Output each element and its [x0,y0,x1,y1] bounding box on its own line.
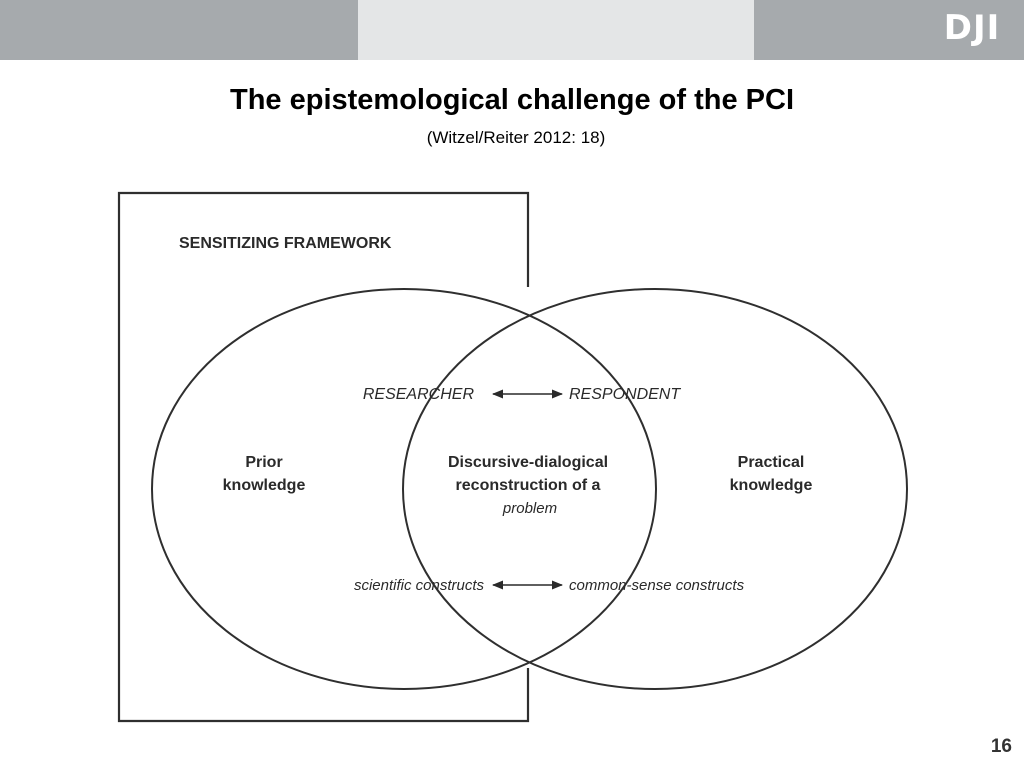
practical-knowledge-line-2: knowledge [730,477,813,494]
respondent-ellipse [402,288,908,690]
slide-citation: (Witzel/Reiter 2012: 18) [426,128,606,147]
center-label-problem: problem [502,500,557,517]
scientific-constructs-label: scientific constructs [354,577,485,594]
common-sense-constructs-label: common-sense constructs [569,577,745,594]
center-label-line-2: reconstruction of a [456,477,601,494]
header-highlight-band [358,0,754,60]
slide-title: The epistemological challenge of the PCI [230,84,794,116]
researcher-label: RESEARCHER [363,386,475,403]
prior-knowledge-line-1: Prior [245,454,282,471]
respondent-label: RESPONDENT [569,386,681,403]
prior-knowledge-line-2: knowledge [223,477,306,494]
center-label-line-1: Discursive-dialogical [448,454,608,471]
page-number: 16 [990,736,1012,757]
dji-logo: DJI [943,8,1001,48]
framework-label: SENSITIZING FRAMEWORK [179,235,392,252]
practical-knowledge-line-1: Practical [738,454,805,471]
framework-box [117,191,530,723]
researcher-ellipse [151,288,657,690]
